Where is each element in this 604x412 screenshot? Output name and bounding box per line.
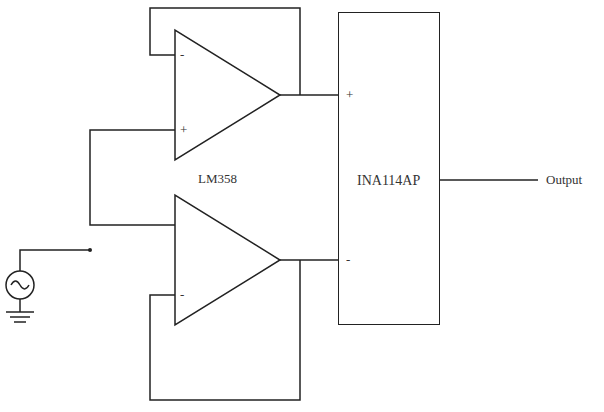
pin-sign: +	[180, 123, 187, 136]
pin-sign: -	[180, 288, 184, 301]
ground-symbol	[6, 311, 34, 313]
output-wire	[440, 179, 538, 181]
feedback-wire	[150, 8, 300, 95]
pin-sign: -	[180, 48, 184, 61]
pin-sign: +	[346, 88, 353, 101]
signal-name: Output	[546, 173, 582, 186]
part-name: LM358	[198, 172, 237, 185]
feedback-wire	[150, 260, 300, 400]
wire	[280, 259, 338, 261]
ground-symbol	[14, 321, 26, 323]
input-wire	[90, 130, 175, 225]
amplifier-box: INA114AP	[338, 12, 440, 325]
ground-symbol	[10, 316, 30, 318]
ground-wire	[19, 299, 21, 312]
junction-dot	[88, 248, 92, 252]
wire	[280, 94, 338, 96]
ac-source	[6, 271, 34, 299]
opamp-symbol	[175, 195, 280, 325]
pin-sign: -	[346, 253, 350, 266]
part-name: INA114AP	[357, 173, 420, 189]
sine-symbol	[11, 281, 29, 289]
opamp-symbol	[175, 30, 280, 160]
input-wire	[20, 250, 90, 271]
